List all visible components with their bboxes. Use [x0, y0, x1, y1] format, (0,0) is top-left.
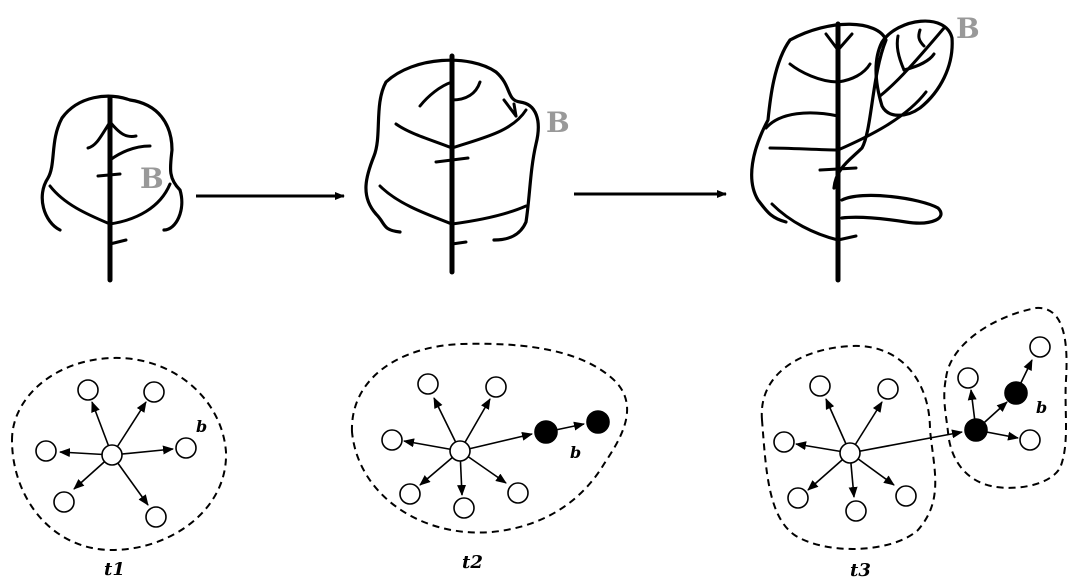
bud-label: B — [140, 162, 164, 195]
leaf-vein — [836, 32, 854, 52]
leaf-stage-2: B — [364, 53, 570, 275]
graph-node-new — [964, 418, 988, 442]
graph-node — [381, 429, 403, 451]
leaf-vein — [836, 90, 928, 152]
graph-node — [417, 373, 439, 395]
graph-edge — [459, 431, 533, 452]
bud-label: B — [546, 106, 570, 139]
leaf-vein — [450, 204, 528, 226]
graph-node — [773, 431, 795, 453]
leaf-vein — [818, 166, 858, 172]
graph-node — [845, 500, 867, 522]
bud-midrib — [878, 26, 946, 98]
leaf-outline — [750, 22, 888, 224]
leaf-stage-1: B — [40, 94, 184, 283]
graph-stage-2: b t2 — [350, 342, 629, 573]
leaf-vein — [902, 52, 936, 72]
leaf-vein — [378, 184, 454, 226]
graph-stage-1: b t1 — [10, 356, 228, 580]
leaf-vein — [824, 32, 840, 52]
leaf-vein — [450, 80, 482, 102]
module-boundary — [760, 344, 937, 550]
graph-node — [787, 487, 809, 509]
graph-stage-3: b t3 — [760, 306, 1068, 580]
leaf-vein — [788, 62, 840, 84]
leaf-vein — [917, 28, 926, 48]
graph-node — [809, 375, 831, 397]
graph-node — [175, 437, 197, 459]
bud-label: B — [956, 12, 980, 45]
leaf-vein — [450, 240, 468, 246]
time-label: t2 — [462, 552, 483, 573]
leaf-vein — [96, 172, 122, 178]
graph-node — [143, 381, 165, 403]
leaf-vein — [394, 122, 454, 150]
leaf-vein — [108, 120, 138, 138]
graph-node-new — [586, 410, 610, 434]
leaf-outline — [40, 94, 184, 232]
graph-node — [957, 367, 979, 389]
leaf-vein — [108, 144, 152, 162]
b-label: b — [196, 417, 207, 436]
graph-node — [507, 482, 529, 504]
leaf-outline — [364, 58, 540, 242]
leaf-vein — [108, 182, 172, 226]
leaf-vein — [836, 62, 872, 84]
module-boundary — [943, 306, 1068, 489]
graph-node — [35, 440, 57, 462]
leaf-vein — [502, 98, 518, 118]
leaf-vein — [895, 34, 906, 72]
graph-node — [101, 444, 123, 466]
leaf-stage-3: B — [750, 12, 980, 283]
leaf-vein — [768, 146, 840, 152]
graph-node — [449, 440, 471, 462]
module-boundary — [350, 342, 629, 534]
time-label: t3 — [850, 560, 871, 580]
b-label: b — [1036, 398, 1047, 417]
leaf-vein — [512, 102, 518, 118]
graph-node — [1029, 336, 1051, 358]
leaf-vein — [434, 156, 470, 164]
graph-node — [1019, 429, 1041, 451]
leaf-vein — [770, 202, 840, 242]
bud-leaf-outline — [874, 19, 954, 117]
leaf-vein — [48, 184, 112, 226]
leaf-vein — [86, 120, 112, 150]
leaf-vein — [764, 111, 840, 130]
graph-node-new — [534, 420, 558, 444]
graph-node — [877, 378, 899, 400]
graph-edge — [849, 429, 963, 454]
graph-node — [399, 483, 421, 505]
leaf-vein — [418, 80, 454, 108]
graph-node — [895, 485, 917, 507]
graph-node — [53, 491, 75, 513]
graph-node — [453, 497, 475, 519]
leaf-vein — [450, 108, 528, 150]
time-label: t1 — [104, 559, 125, 580]
graph-node-new — [1004, 381, 1028, 405]
graph-node — [77, 379, 99, 401]
leaf-vein — [108, 238, 128, 246]
module-boundary — [10, 356, 228, 552]
graph-node — [839, 442, 861, 464]
graph-node — [145, 506, 167, 528]
leaf-vein — [836, 234, 858, 242]
graph-node — [485, 376, 507, 398]
curled-leaflet-outline — [840, 193, 943, 225]
b-label: b — [570, 443, 581, 462]
